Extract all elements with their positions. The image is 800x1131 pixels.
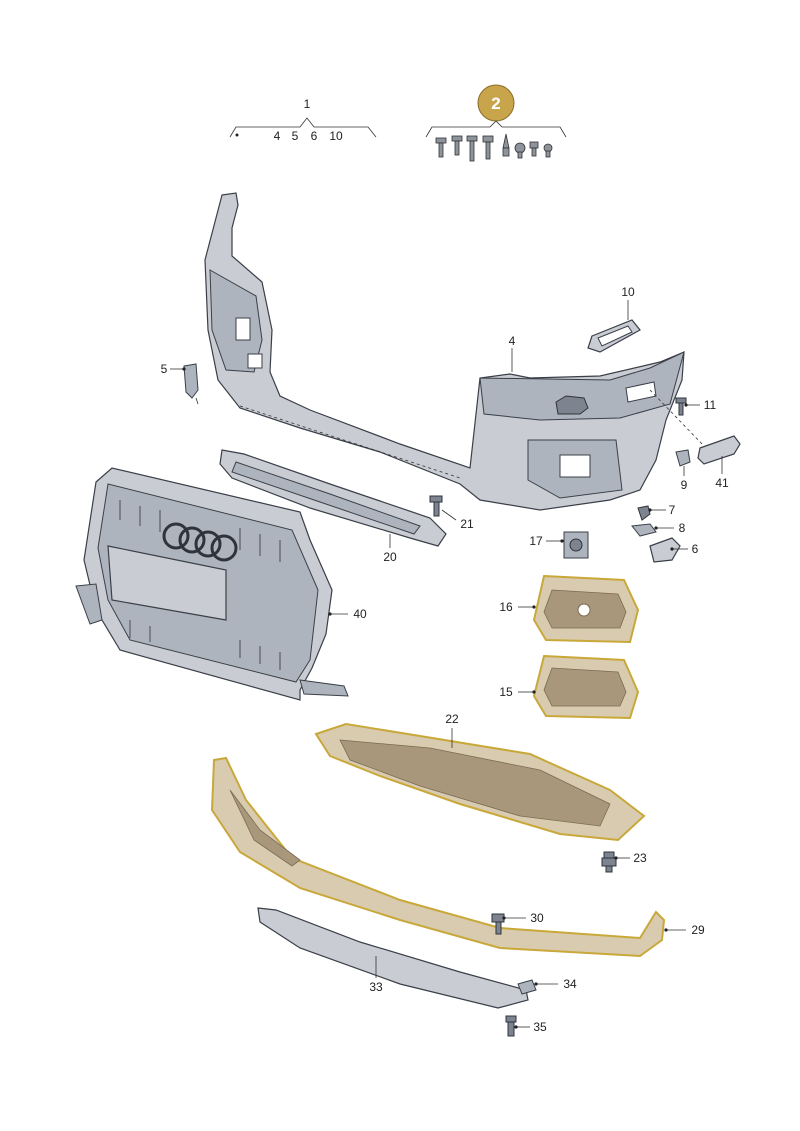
part-10-trim-ring (587, 319, 641, 353)
part-11-bolt (675, 397, 687, 416)
part-41-cover (649, 389, 741, 465)
group-2-header: 2 (425, 84, 567, 162)
part-22-underbody-panel (314, 722, 646, 842)
callout-11: 11 (704, 398, 717, 412)
part-9-bracket (675, 449, 691, 467)
callout-22: 22 (445, 712, 459, 726)
callout-16: 16 (499, 600, 513, 614)
callout-29: 29 (691, 923, 705, 937)
part-6-cap (649, 537, 681, 563)
callout-17: 17 (529, 534, 543, 548)
callout-20: 20 (383, 550, 397, 564)
callout-33: 33 (369, 980, 383, 994)
callout-30: 30 (530, 911, 544, 925)
group-2-number: 2 (491, 94, 500, 113)
callout-41: 41 (715, 476, 729, 490)
part-21-bolt (429, 495, 443, 517)
part-5-bracket (183, 363, 199, 405)
part-7-clip (637, 505, 651, 521)
group-1-member-5: 5 (292, 129, 299, 143)
part-8-clip (631, 523, 657, 537)
callout-7: 7 (669, 503, 676, 517)
callout-8: 8 (679, 521, 686, 535)
part-40-radiator-grille (75, 467, 349, 701)
part-35-screw (505, 1015, 517, 1037)
callout-23: 23 (633, 851, 647, 865)
group-1-number: 1 (304, 97, 311, 111)
fastener-set-icons (435, 133, 553, 162)
callout-21: 21 (460, 517, 474, 531)
callout-35: 35 (533, 1020, 547, 1034)
part-23-bolt (601, 851, 617, 873)
callout-15: 15 (499, 685, 513, 699)
group-1-member-6: 6 (311, 129, 318, 143)
group-1-member-4: 4 (274, 129, 281, 143)
callout-9: 9 (681, 478, 688, 492)
part-33-lower-strip (257, 907, 529, 1009)
callout-34: 34 (563, 977, 577, 991)
callout-5: 5 (161, 362, 168, 376)
callout-10: 10 (621, 285, 635, 299)
callout-leaders (170, 300, 723, 1029)
callout-40: 40 (353, 607, 367, 621)
part-17-sensor-holder (563, 531, 589, 559)
group-1-header: 1 4 5 6 10 (229, 97, 377, 143)
part-15-grille (532, 654, 640, 720)
part-34-clip (517, 979, 537, 995)
part-20-lower-grille (219, 449, 447, 547)
part-16-grille (532, 574, 640, 644)
callout-6: 6 (692, 542, 699, 556)
bumper-cover (204, 192, 685, 511)
audi-rings-logo (162, 522, 238, 562)
part-30-screw (491, 913, 505, 935)
group-1-member-10: 10 (329, 129, 343, 143)
part-29-spoiler-lip (210, 756, 666, 958)
callout-labels: 4 5 6 7 8 9 10 11 15 16 17 20 21 22 23 2… (161, 285, 729, 1034)
callout-4: 4 (509, 334, 516, 348)
